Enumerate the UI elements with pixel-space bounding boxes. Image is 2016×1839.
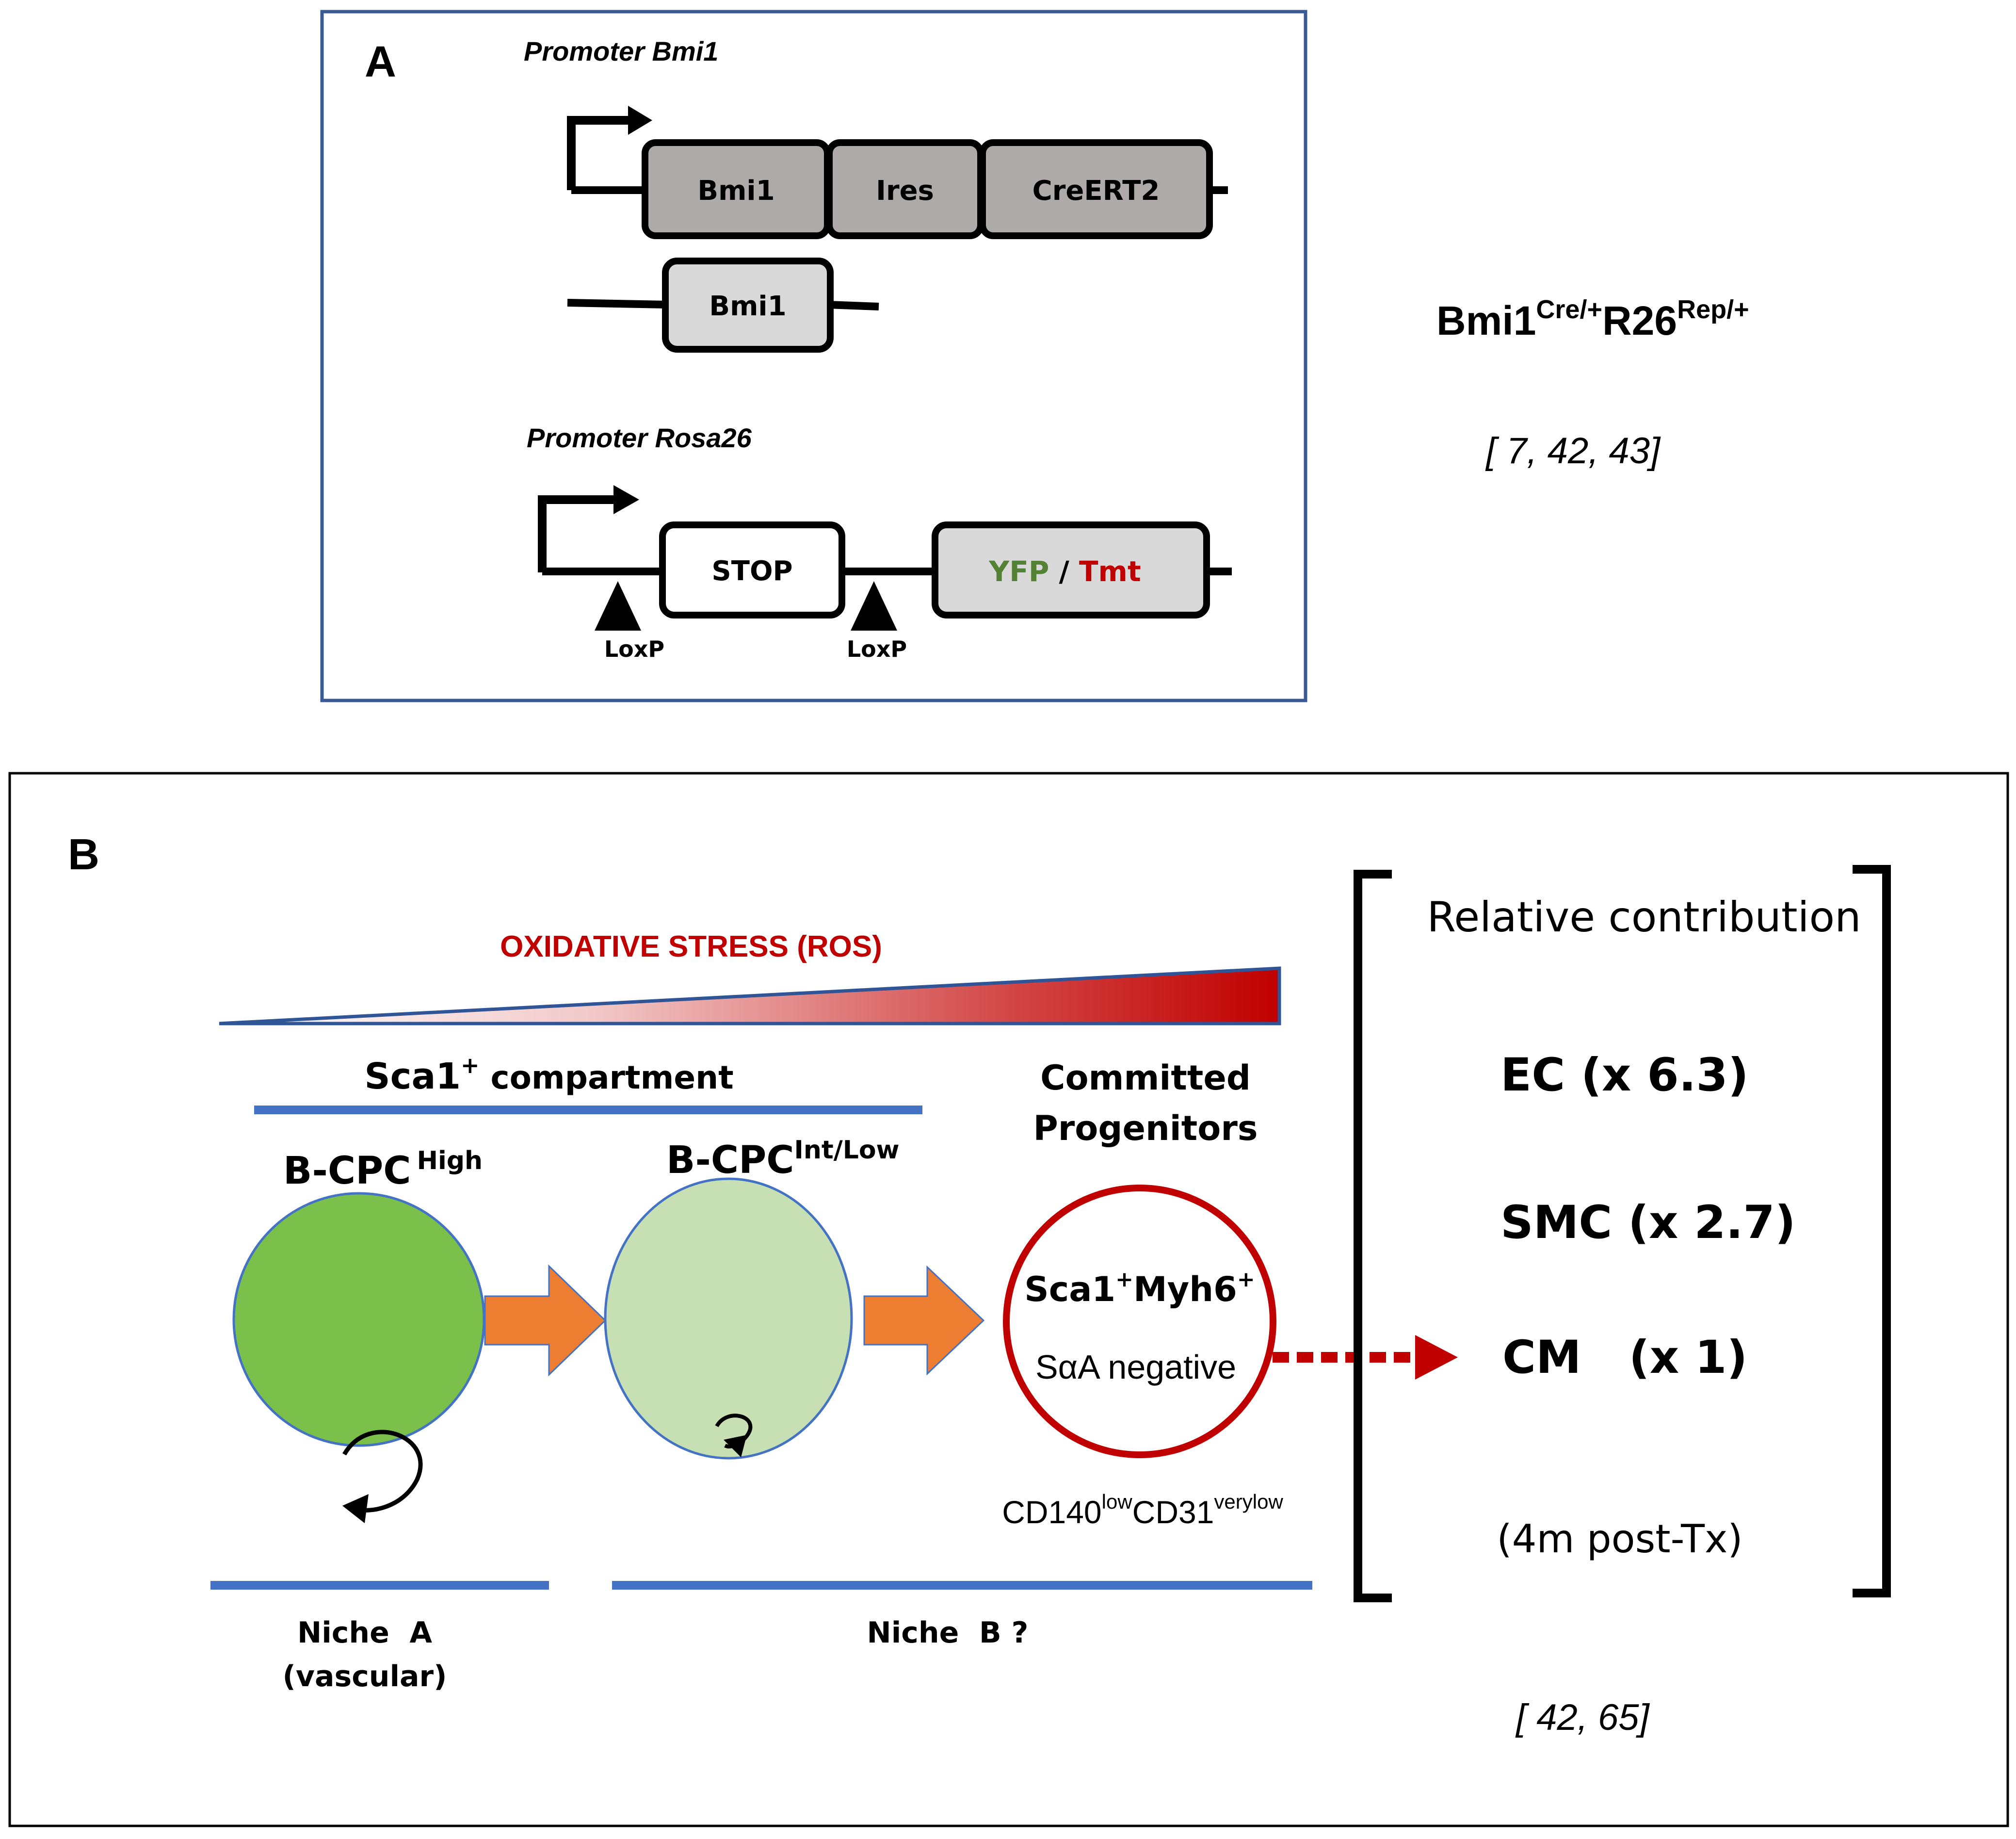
sca1-rest: compartment xyxy=(479,1059,733,1096)
cd140-cd31-label: CD140lowCD31verylow xyxy=(1002,1490,1283,1530)
genotype-references: [ 7, 42, 43] xyxy=(1485,430,1661,472)
genotype-base-1: Bmi1 xyxy=(1436,298,1536,343)
bcpc-high-base: B-CPC xyxy=(283,1149,411,1193)
bcpc-int-base: B-CPC xyxy=(666,1139,794,1182)
dashed-red-arrow-head xyxy=(1415,1335,1458,1380)
oxidative-stress-label: OXIDATIVE STRESS (ROS) xyxy=(500,930,882,963)
bcpc-high-cell xyxy=(232,1192,485,1447)
right-bracket xyxy=(1853,865,1891,1597)
reporter-box-label: YFP / Tmt xyxy=(988,555,1141,588)
loxp-triangle-right xyxy=(851,581,897,631)
gene-box-creert2-label: CreERT2 xyxy=(1032,175,1160,207)
sca1-sup: + xyxy=(461,1052,480,1078)
sca1-myh6-label: Sca1+Myh6+ xyxy=(1024,1267,1255,1309)
relative-contribution-title: Relative contribution xyxy=(1427,893,1861,942)
genotype-base-2: R26 xyxy=(1602,298,1677,343)
left-bracket xyxy=(1354,870,1392,1602)
sca1myh6-sup2: + xyxy=(1237,1267,1255,1292)
sca1myh6-b: Myh6 xyxy=(1133,1269,1237,1309)
committed-progenitor-cell xyxy=(1003,1185,1276,1458)
orange-arrow-1 xyxy=(484,1264,607,1377)
stop-box xyxy=(659,521,845,618)
panel-b-label: B xyxy=(68,830,99,879)
ec-contribution: EC (x 6.3) xyxy=(1500,1049,1749,1102)
loxp-label-left: LoxP xyxy=(604,636,664,662)
panel-b: B OXIDATIVE STRESS (ROS) Sca1+ compartme… xyxy=(8,772,2009,1827)
backbone-line-2-left xyxy=(567,299,668,309)
niche-a-line1: Niche A xyxy=(297,1616,433,1650)
orange-arrow-2 xyxy=(863,1265,985,1376)
oxidative-stress-gradient xyxy=(219,966,1281,1025)
panel-a-label: A xyxy=(365,38,396,86)
reporter-yfp: YFP xyxy=(988,555,1049,588)
reporter-separator: / xyxy=(1049,555,1079,588)
panel-a-frame xyxy=(320,10,1307,702)
gene-box-bmi1-label: Bmi1 xyxy=(697,175,774,207)
panel-a: A Promoter Bmi1 Bmi1 Ires CreERT2 Bmi1 P… xyxy=(320,10,1307,702)
saa-negative-label: SαA negative xyxy=(1035,1348,1236,1386)
cd-a: CD140 xyxy=(1002,1494,1101,1530)
gene-box-bmi1-allele-label: Bmi1 xyxy=(709,291,786,322)
bcpc-int-sup: Int/Low xyxy=(794,1136,899,1165)
sca1-compartment-label: Sca1+ compartment xyxy=(364,1052,733,1097)
cm-contribution: CM (x 1) xyxy=(1502,1331,1747,1384)
reporter-box xyxy=(932,521,1210,618)
loxp-label-right: LoxP xyxy=(847,636,907,662)
self-renewal-arrow-high-icon xyxy=(342,1430,423,1523)
committed-progenitors-line2: Progenitors xyxy=(1033,1108,1258,1148)
post-tx-label: (4m post-Tx) xyxy=(1497,1516,1742,1562)
committed-progenitors-line1: Committed xyxy=(1040,1058,1251,1098)
niche-a-line2: (vascular) xyxy=(282,1660,447,1693)
bcpc-int-cell xyxy=(604,1177,853,1460)
sca1myh6-a: Sca1 xyxy=(1024,1269,1115,1309)
genotype-sup-2: Rep/+ xyxy=(1677,295,1749,324)
backbone-line-2-right xyxy=(827,301,879,310)
niche-b-label: Niche B ? xyxy=(867,1616,1029,1650)
gene-box-ires-label: Ires xyxy=(876,175,934,207)
self-renewal-arrow-int-icon xyxy=(715,1414,753,1457)
genotype-label: Bmi1Cre/+R26Rep/+ xyxy=(1436,295,1749,343)
cd-sup2: verylow xyxy=(1214,1490,1283,1513)
cd-sup1: low xyxy=(1102,1490,1133,1513)
smc-contribution: SMC (x 2.7) xyxy=(1500,1196,1796,1249)
genotype-sup-1: Cre/+ xyxy=(1536,295,1602,324)
panel-b-frame xyxy=(8,772,2009,1827)
bcpc-int-label: B-CPCInt/Low xyxy=(666,1136,900,1182)
panel-b-references: [ 42, 65] xyxy=(1515,1697,1650,1738)
loxp-triangle-left xyxy=(595,581,641,631)
reporter-tmt: Tmt xyxy=(1079,555,1141,588)
sca1-base: Sca1 xyxy=(364,1056,461,1097)
stop-box-label: STOP xyxy=(711,555,792,587)
sca1myh6-sup1: + xyxy=(1115,1267,1133,1292)
gene-box-creert2 xyxy=(979,139,1213,239)
promoter-arrow-rosa26 xyxy=(538,485,639,572)
bcpc-high-sup: High xyxy=(417,1146,483,1175)
promoter-arrow-bmi1 xyxy=(567,106,652,190)
promoter-rosa26-label: Promoter Rosa26 xyxy=(527,423,752,453)
cd-b: CD31 xyxy=(1132,1494,1214,1530)
promoter-bmi1-label: Promoter Bmi1 xyxy=(524,36,718,66)
gene-box-bmi1-allele xyxy=(662,258,834,353)
